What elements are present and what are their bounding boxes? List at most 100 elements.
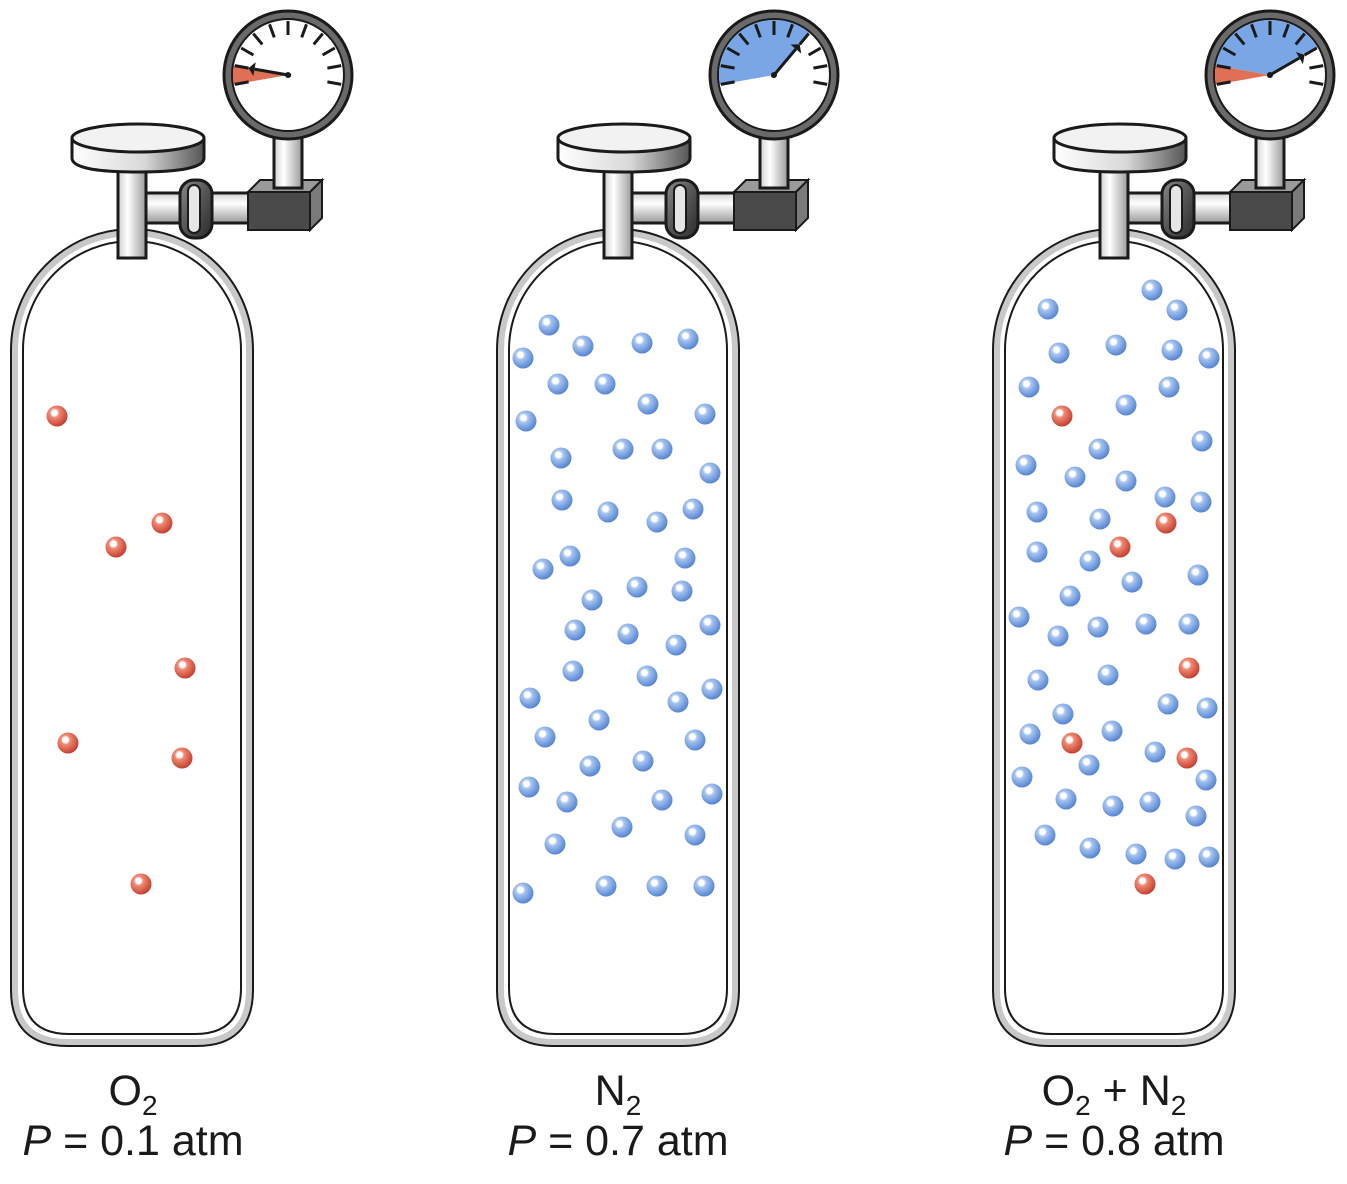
nitrogen-molecule bbox=[597, 501, 619, 523]
nitrogen-molecule bbox=[1087, 616, 1109, 638]
oxygen-molecule bbox=[1061, 732, 1083, 754]
nitrogen-molecule bbox=[588, 709, 610, 731]
gauge-tick bbox=[1303, 46, 1318, 57]
cylinder-o2 bbox=[10, 9, 354, 1047]
nitrogen-molecule bbox=[1079, 550, 1101, 572]
gauge-needle-tip bbox=[248, 62, 256, 76]
nitrogen-molecule bbox=[595, 875, 617, 897]
nitrogen-molecule bbox=[671, 580, 693, 602]
nitrogen-molecule bbox=[1198, 846, 1220, 868]
gauge-pivot bbox=[771, 72, 777, 78]
gauge-tick bbox=[327, 80, 342, 86]
gauge-tick bbox=[720, 64, 735, 70]
nitrogen-molecule bbox=[594, 373, 616, 395]
gauge-tick bbox=[1309, 64, 1324, 70]
nitrogen-molecule bbox=[699, 614, 721, 636]
gauge-tick bbox=[1216, 80, 1231, 86]
nitrogen-molecule bbox=[651, 789, 673, 811]
nitrogen-molecule bbox=[667, 691, 689, 713]
oxygen-molecule bbox=[1134, 873, 1156, 895]
nitrogen-molecule bbox=[1047, 625, 1069, 647]
nitrogen-molecule bbox=[534, 726, 556, 748]
nitrogen-molecule bbox=[547, 373, 569, 395]
pressure-gauge bbox=[708, 9, 840, 141]
oxygen-molecule bbox=[1176, 747, 1198, 769]
valve-stem bbox=[116, 160, 148, 260]
nitrogen-molecule bbox=[518, 776, 540, 798]
gauge-tick bbox=[1309, 80, 1324, 86]
nitrogen-molecule bbox=[636, 665, 658, 687]
nitrogen-molecule bbox=[1195, 769, 1217, 791]
nitrogen-molecule bbox=[1026, 541, 1048, 563]
gauge-tick bbox=[327, 64, 342, 70]
nitrogen-molecule bbox=[562, 660, 584, 682]
nitrogen-molecule bbox=[1078, 754, 1100, 776]
nitrogen-molecule bbox=[556, 791, 578, 813]
nitrogen-molecule bbox=[1164, 848, 1186, 870]
nitrogen-molecule bbox=[512, 882, 534, 904]
nitrogen-molecule bbox=[1018, 376, 1040, 398]
cylinder-n2 bbox=[496, 9, 840, 1047]
nitrogen-molecule bbox=[701, 783, 723, 805]
nitrogen-molecule bbox=[572, 335, 594, 357]
oxygen-molecule bbox=[174, 657, 196, 679]
gauge-pivot bbox=[285, 72, 291, 78]
nitrogen-molecule bbox=[1161, 339, 1183, 361]
gauge-tick bbox=[1216, 64, 1231, 70]
nitrogen-molecule bbox=[1089, 508, 1111, 530]
nitrogen-molecule bbox=[1008, 606, 1030, 628]
gauge-tick bbox=[1282, 23, 1290, 38]
nitrogen-molecule bbox=[515, 410, 537, 432]
gauge-tick bbox=[738, 32, 750, 46]
nitrogen-molecule bbox=[651, 438, 673, 460]
pressure-gauge bbox=[1204, 9, 1336, 141]
pressure-label: P = 0.7 atm bbox=[507, 1117, 729, 1165]
nitrogen-molecule bbox=[1034, 824, 1056, 846]
gauge-tick bbox=[813, 80, 828, 86]
gauge-tick bbox=[754, 23, 762, 38]
nitrogen-molecule bbox=[1048, 342, 1070, 364]
nitrogen-molecule bbox=[581, 589, 603, 611]
gauge-tick bbox=[234, 64, 249, 70]
gauge-tick bbox=[252, 32, 264, 46]
nitrogen-molecule bbox=[1102, 795, 1124, 817]
nitrogen-molecule bbox=[631, 332, 653, 354]
valve-stem bbox=[1098, 160, 1130, 260]
nitrogen-molecule bbox=[1097, 664, 1119, 686]
oxygen-molecule bbox=[1109, 536, 1131, 558]
nitrogen-molecule bbox=[1079, 837, 1101, 859]
gauge-tick bbox=[234, 80, 249, 86]
nitrogen-molecule bbox=[532, 558, 554, 580]
nitrogen-molecule bbox=[694, 403, 716, 425]
nitrogen-molecule bbox=[1026, 501, 1048, 523]
gauge-needle bbox=[770, 48, 798, 79]
gauge-needle-tip bbox=[1295, 51, 1305, 65]
nitrogen-molecule bbox=[559, 545, 581, 567]
gauge-tick bbox=[240, 46, 255, 57]
nitrogen-molecule bbox=[1115, 470, 1137, 492]
nitrogen-molecule bbox=[699, 462, 721, 484]
nitrogen-molecule bbox=[1115, 394, 1137, 416]
nitrogen-molecule bbox=[693, 875, 715, 897]
nitrogen-molecule bbox=[1185, 805, 1207, 827]
gauge-segment-oxygen bbox=[232, 65, 288, 85]
nitrogen-molecule bbox=[626, 576, 648, 598]
oxygen-molecule bbox=[57, 732, 79, 754]
nitrogen-molecule bbox=[1166, 299, 1188, 321]
nitrogen-molecule bbox=[646, 511, 668, 533]
nitrogen-molecule bbox=[1198, 347, 1220, 369]
nitrogen-molecule bbox=[701, 678, 723, 700]
nitrogen-molecule bbox=[632, 750, 654, 772]
gauge-tick bbox=[798, 32, 810, 46]
gauge-tick bbox=[1222, 46, 1237, 57]
nitrogen-molecule bbox=[1178, 613, 1200, 635]
nitrogen-molecule bbox=[1158, 376, 1180, 398]
regulator-block bbox=[247, 191, 311, 231]
nitrogen-molecule bbox=[1059, 585, 1081, 607]
gauge-needle bbox=[1266, 56, 1301, 78]
gas-formula: N2 bbox=[594, 1067, 642, 1121]
nitrogen-molecule bbox=[519, 687, 541, 709]
